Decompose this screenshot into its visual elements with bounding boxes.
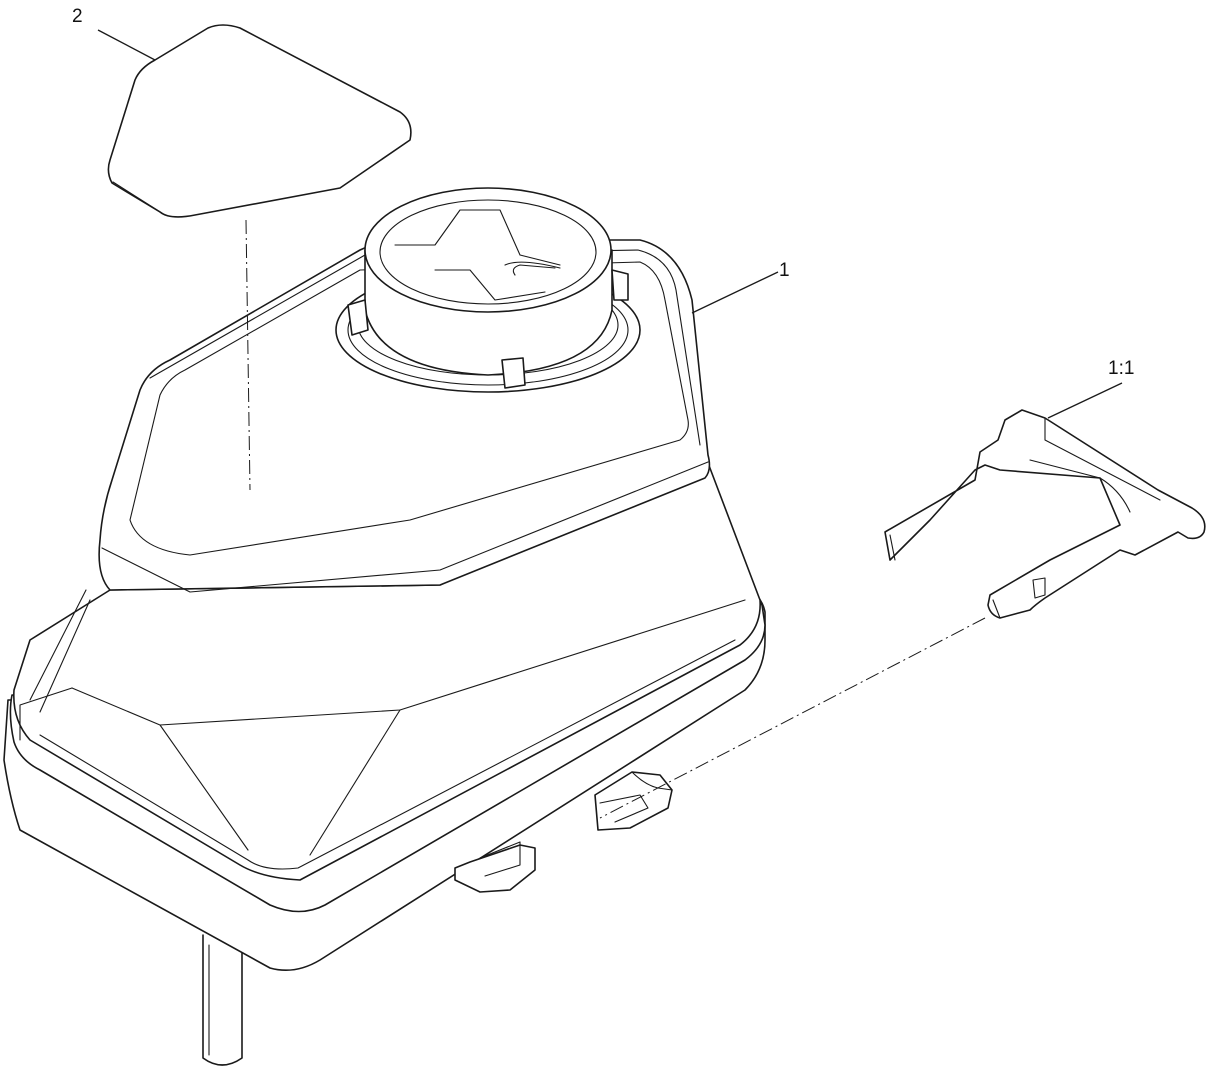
drain-tube [202, 929, 243, 1066]
decal [107, 24, 412, 218]
tank-lower-section [13, 454, 761, 881]
cap-tab-front [501, 357, 526, 389]
leader-1-1 [1047, 382, 1123, 419]
decal-placement-line [245, 219, 251, 491]
callout-reservoir: 1 [779, 260, 790, 281]
callout-clip: 1:1 [1108, 358, 1134, 379]
cap-tab-right [611, 269, 629, 301]
reservoir-tank [3, 187, 766, 1066]
fill-neck [335, 187, 641, 393]
leader-lines [97, 29, 1123, 419]
callout-decal: 2 [72, 6, 83, 27]
assembly-lines [245, 219, 986, 819]
leader-1 [691, 271, 779, 314]
clip-insertion-line [599, 617, 986, 819]
retaining-clip [884, 409, 1206, 619]
mount-bracket [454, 771, 673, 893]
leader-2 [97, 29, 156, 61]
cap-tab-left [347, 299, 369, 336]
